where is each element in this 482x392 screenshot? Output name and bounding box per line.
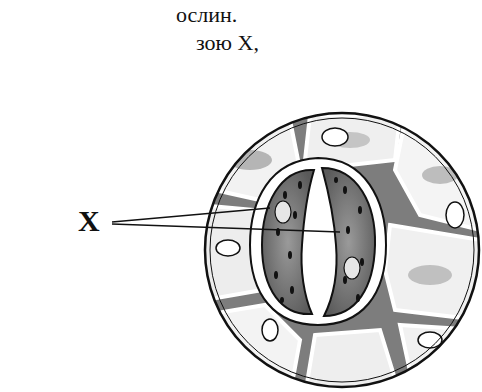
part-label: X	[78, 204, 100, 238]
question-text: зою X,	[196, 30, 259, 56]
question-text: ослин.	[176, 2, 237, 28]
